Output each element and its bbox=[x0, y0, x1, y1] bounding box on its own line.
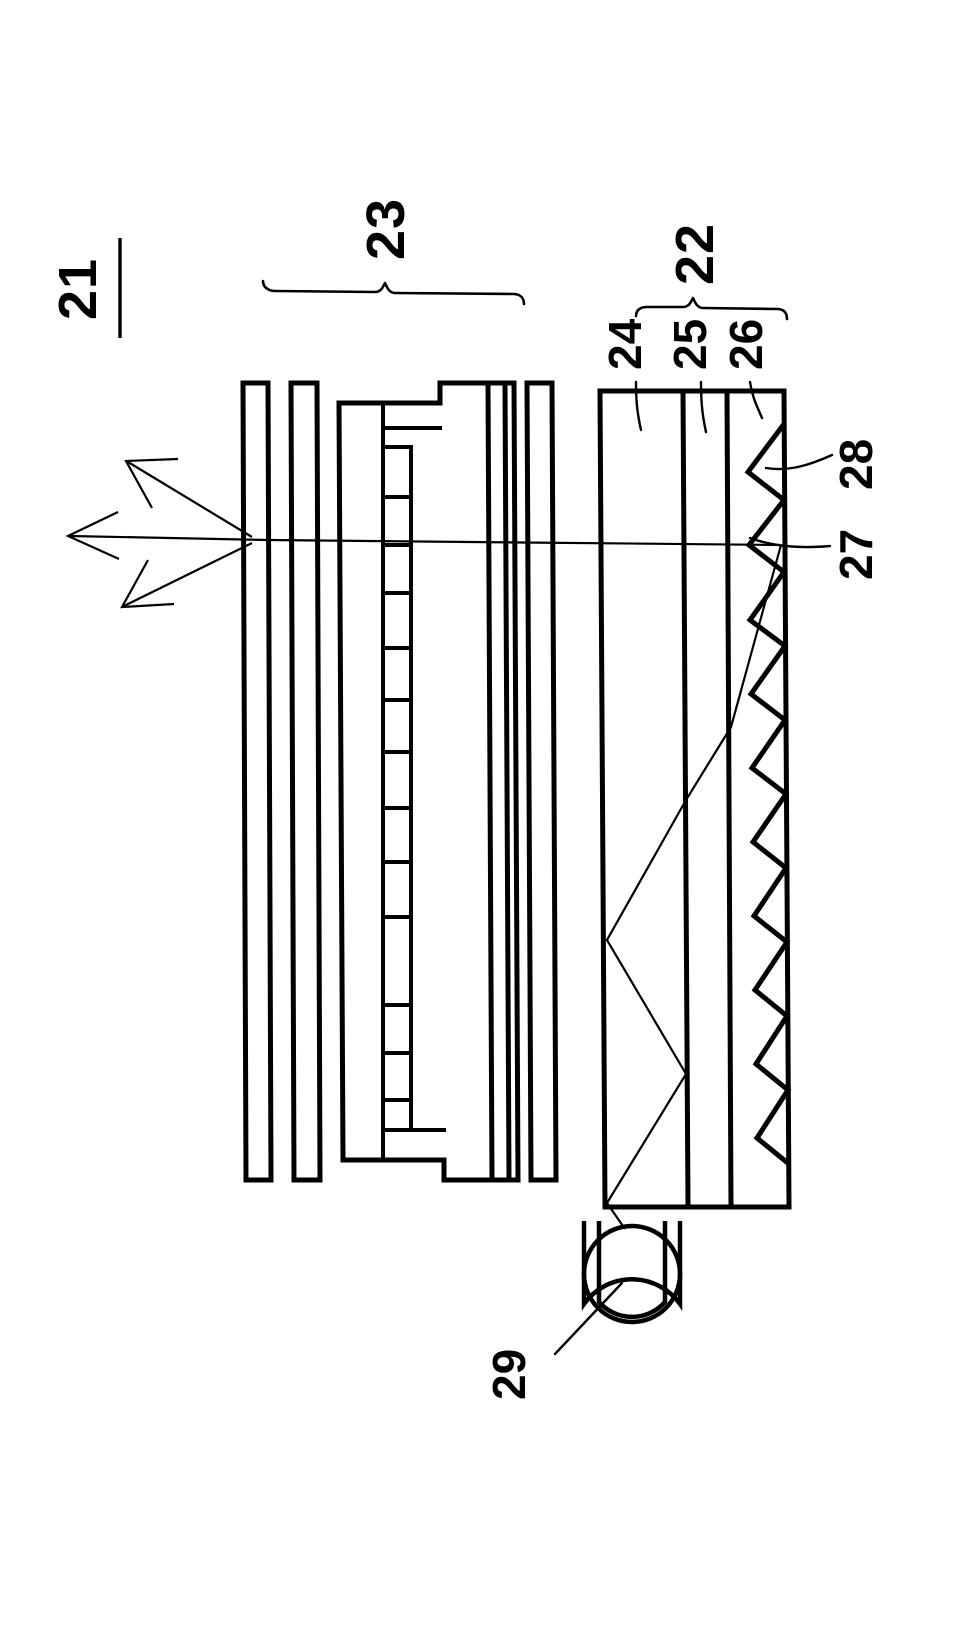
label-27-text: 27 bbox=[830, 529, 882, 580]
label-26-group: 26 bbox=[720, 319, 772, 420]
layer-panel-back-sheet bbox=[524, 380, 559, 1183]
device-reference-label-21: 21 bbox=[48, 238, 122, 338]
emitted-ray-lower bbox=[123, 542, 253, 607]
diffuser-sheet-outline bbox=[485, 380, 521, 1183]
label-25-text: 25 bbox=[664, 319, 716, 370]
label-29-text: 29 bbox=[483, 1349, 535, 1400]
device-label-text: 21 bbox=[48, 258, 108, 320]
layer-diffuser-sheet bbox=[485, 380, 521, 1183]
leader-line-25 bbox=[699, 380, 708, 434]
arrowhead-upper bbox=[124, 457, 179, 509]
lamp-tube-circle bbox=[581, 1223, 683, 1325]
second-polarizer-outline bbox=[288, 380, 323, 1183]
layer-outer-polarizer bbox=[240, 380, 274, 1183]
outer-polarizer-outline bbox=[240, 380, 274, 1183]
light-guide-outer-outline bbox=[597, 388, 792, 1210]
backlight-bracket: 22 bbox=[634, 223, 789, 321]
prism-sawtooth-edge bbox=[744, 422, 792, 1166]
arrowhead-lower bbox=[120, 559, 175, 609]
light-guide-divider-25-26 bbox=[724, 390, 734, 1208]
label-28-group: 28 bbox=[764, 439, 882, 490]
light-ray-paths bbox=[65, 457, 783, 1230]
leader-line-27 bbox=[748, 536, 832, 549]
label-27-group: 27 bbox=[748, 529, 882, 580]
leader-line-26 bbox=[748, 380, 764, 420]
reflector-inner bbox=[596, 1221, 668, 1320]
light-guide-plate bbox=[597, 388, 792, 1210]
label-24-group: 24 bbox=[599, 318, 651, 432]
layer-liquid-crystal-cell-assembly bbox=[336, 380, 512, 1183]
label-25-group: 25 bbox=[664, 319, 716, 434]
arrowhead-straight bbox=[65, 511, 120, 561]
panel-back-sheet-outline bbox=[524, 380, 559, 1183]
label-28-text: 28 bbox=[830, 439, 882, 490]
label-24-text: 24 bbox=[599, 318, 651, 370]
leader-line-28 bbox=[764, 453, 834, 471]
bracket-22-label: 22 bbox=[665, 223, 725, 285]
display-panel-bracket: 23 bbox=[261, 198, 526, 306]
lc-cell-outer-outline bbox=[336, 380, 512, 1183]
emitted-ray-upper bbox=[127, 461, 253, 538]
layer-second-polarizer bbox=[288, 380, 323, 1183]
leader-line-29 bbox=[553, 1281, 624, 1356]
internal-reflection-ray bbox=[605, 544, 783, 1230]
brace-22-path bbox=[634, 296, 789, 321]
bracket-23-label: 23 bbox=[356, 198, 416, 260]
lamp-assembly-29: 29 bbox=[483, 1221, 683, 1400]
transmitted-ray-axis bbox=[69, 534, 782, 547]
leader-line-24 bbox=[634, 380, 643, 432]
brace-23-path bbox=[261, 279, 526, 306]
label-26-text: 26 bbox=[720, 319, 772, 370]
